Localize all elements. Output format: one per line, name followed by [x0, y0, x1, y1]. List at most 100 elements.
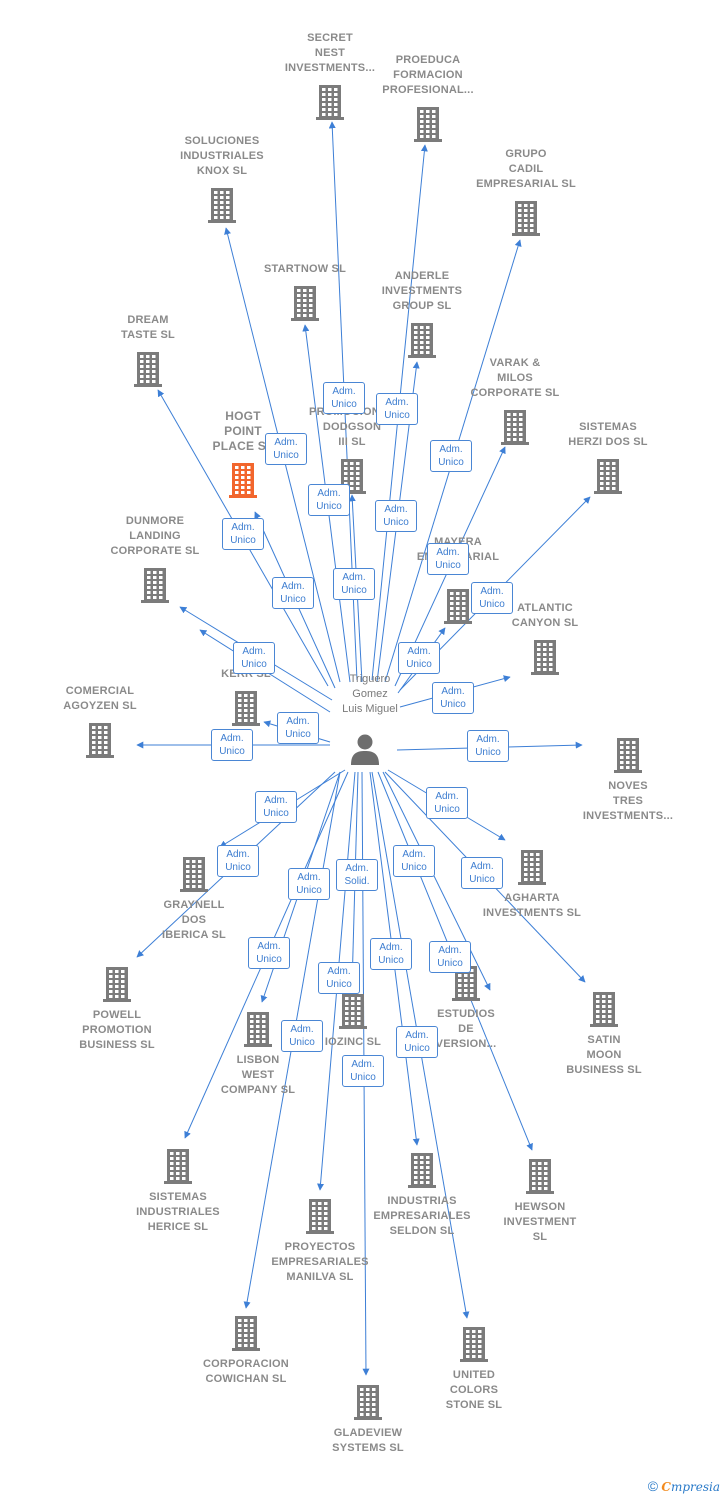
role-badge[interactable]: Adm.Unico — [370, 938, 412, 970]
company-label-line: INDUSTRIALES — [136, 1206, 220, 1218]
role-badge[interactable]: Adm.Unico — [467, 730, 509, 762]
company-label-line: PROFESIONAL... — [382, 84, 474, 96]
company-label-line: PROEDUCA — [395, 54, 461, 66]
role-badge[interactable]: Adm.Unico — [308, 484, 350, 516]
building-icon — [208, 188, 236, 223]
role-badge[interactable]: Adm.Unico — [342, 1055, 384, 1087]
company-label-line: SOLUCIONES — [184, 135, 260, 147]
badge-role: Adm. — [342, 572, 366, 583]
company-label-line: EMPRESARIALES — [271, 1256, 369, 1268]
role-badge[interactable]: Adm.Unico — [272, 577, 314, 609]
company-label-line: CANYON SL — [511, 617, 579, 629]
role-badge[interactable]: Adm.Unico — [222, 518, 264, 550]
role-badge[interactable]: Adm.Unico — [248, 937, 290, 969]
role-badge[interactable]: Adm.Unico — [288, 868, 330, 900]
role-badge[interactable]: Adm.Unico — [376, 393, 418, 425]
badge-role: Adm. — [407, 646, 431, 657]
building-icon — [501, 410, 529, 445]
company-label-line: UNITED — [452, 1369, 496, 1381]
role-badge[interactable]: Adm.Unico — [471, 582, 513, 614]
building-icon — [229, 463, 257, 498]
badge-type: Unico — [316, 501, 342, 512]
company-label-line: VERSION... — [435, 1038, 497, 1050]
center-person-label: Triguero Gomez Luis Miguel — [342, 673, 398, 715]
role-badge[interactable]: Adm.Solid. — [336, 859, 378, 891]
role-badge[interactable]: Adm.Unico — [430, 440, 472, 472]
building-icon — [408, 1153, 436, 1188]
badge-role: Adm. — [436, 547, 460, 558]
role-badge[interactable]: Adm.Unico — [265, 433, 307, 465]
role-badge[interactable]: Adm.Unico — [211, 729, 253, 761]
building-icon — [86, 723, 114, 758]
role-badge[interactable]: Adm. Unico — [398, 642, 440, 674]
badge-type: Unico — [273, 450, 299, 461]
company-label: SISTEMAS HERZI DOS SL — [543, 420, 673, 450]
role-badge[interactable]: Adm.Unico — [217, 845, 259, 877]
role-badge[interactable]: Adm.Unico — [375, 500, 417, 532]
role-badge[interactable]: Adm.Unico — [429, 941, 471, 973]
badge-type: Unico — [475, 747, 501, 758]
role-badge[interactable]: Adm.Unico — [318, 962, 360, 994]
role-badge[interactable]: Adm.Unico — [255, 791, 297, 823]
company-label-line: FORMACION — [393, 69, 463, 81]
company-label-line: SISTEMAS — [579, 421, 637, 433]
role-badge[interactable]: Adm.Unico — [277, 712, 319, 744]
brand-footer[interactable]: © Cmpresia — [648, 1478, 720, 1494]
role-badge[interactable]: Adm.Unico — [393, 845, 435, 877]
building-icon — [526, 1159, 554, 1194]
role-badge[interactable]: Adm.Unico — [233, 642, 275, 674]
company-node-startnow[interactable]: STARTNOW SL — [240, 263, 370, 321]
company-node-iozinc[interactable]: IOZINC SL — [288, 993, 418, 1048]
company-label-line: KNOX SL — [196, 165, 248, 177]
role-badge[interactable]: Adm.Unico — [426, 787, 468, 819]
company-label-line: HERZI DOS SL — [568, 436, 648, 448]
company-node-proeduca[interactable]: PROEDUCA FORMACION PROFESIONAL... — [363, 54, 493, 142]
company-label-line: BUSINESS SL — [566, 1064, 642, 1076]
badge-role: Adm. — [351, 1059, 375, 1070]
role-badge[interactable]: Adm.Unico — [281, 1020, 323, 1052]
building-icon — [232, 1316, 260, 1351]
company-label-line: CADIL — [508, 163, 544, 175]
role-badge[interactable]: Adm.Unico — [427, 543, 469, 575]
company-label-line: WEST — [241, 1069, 275, 1081]
badge-type: Unico — [406, 659, 432, 670]
building-icon — [180, 857, 208, 892]
building-icon — [518, 850, 546, 885]
role-badge[interactable]: Adm.Unico — [323, 382, 365, 414]
role-badge[interactable]: Adm.Unico — [333, 568, 375, 600]
badge-type: Unico — [326, 979, 352, 990]
role-badge[interactable]: Adm.Unico — [396, 1026, 438, 1058]
center-person[interactable]: Triguero Gomez Luis Miguel — [342, 673, 398, 771]
brand-name: mpresia — [670, 1480, 720, 1494]
company-label-line: MANILVA SL — [286, 1271, 354, 1283]
company-node-sistemasherzi[interactable]: SISTEMAS HERZI DOS SL — [543, 421, 673, 494]
badge-type: Unico — [479, 599, 505, 610]
role-badge[interactable]: Adm.Unico — [461, 857, 503, 889]
role-badge[interactable]: Adm.Unico — [432, 682, 474, 714]
